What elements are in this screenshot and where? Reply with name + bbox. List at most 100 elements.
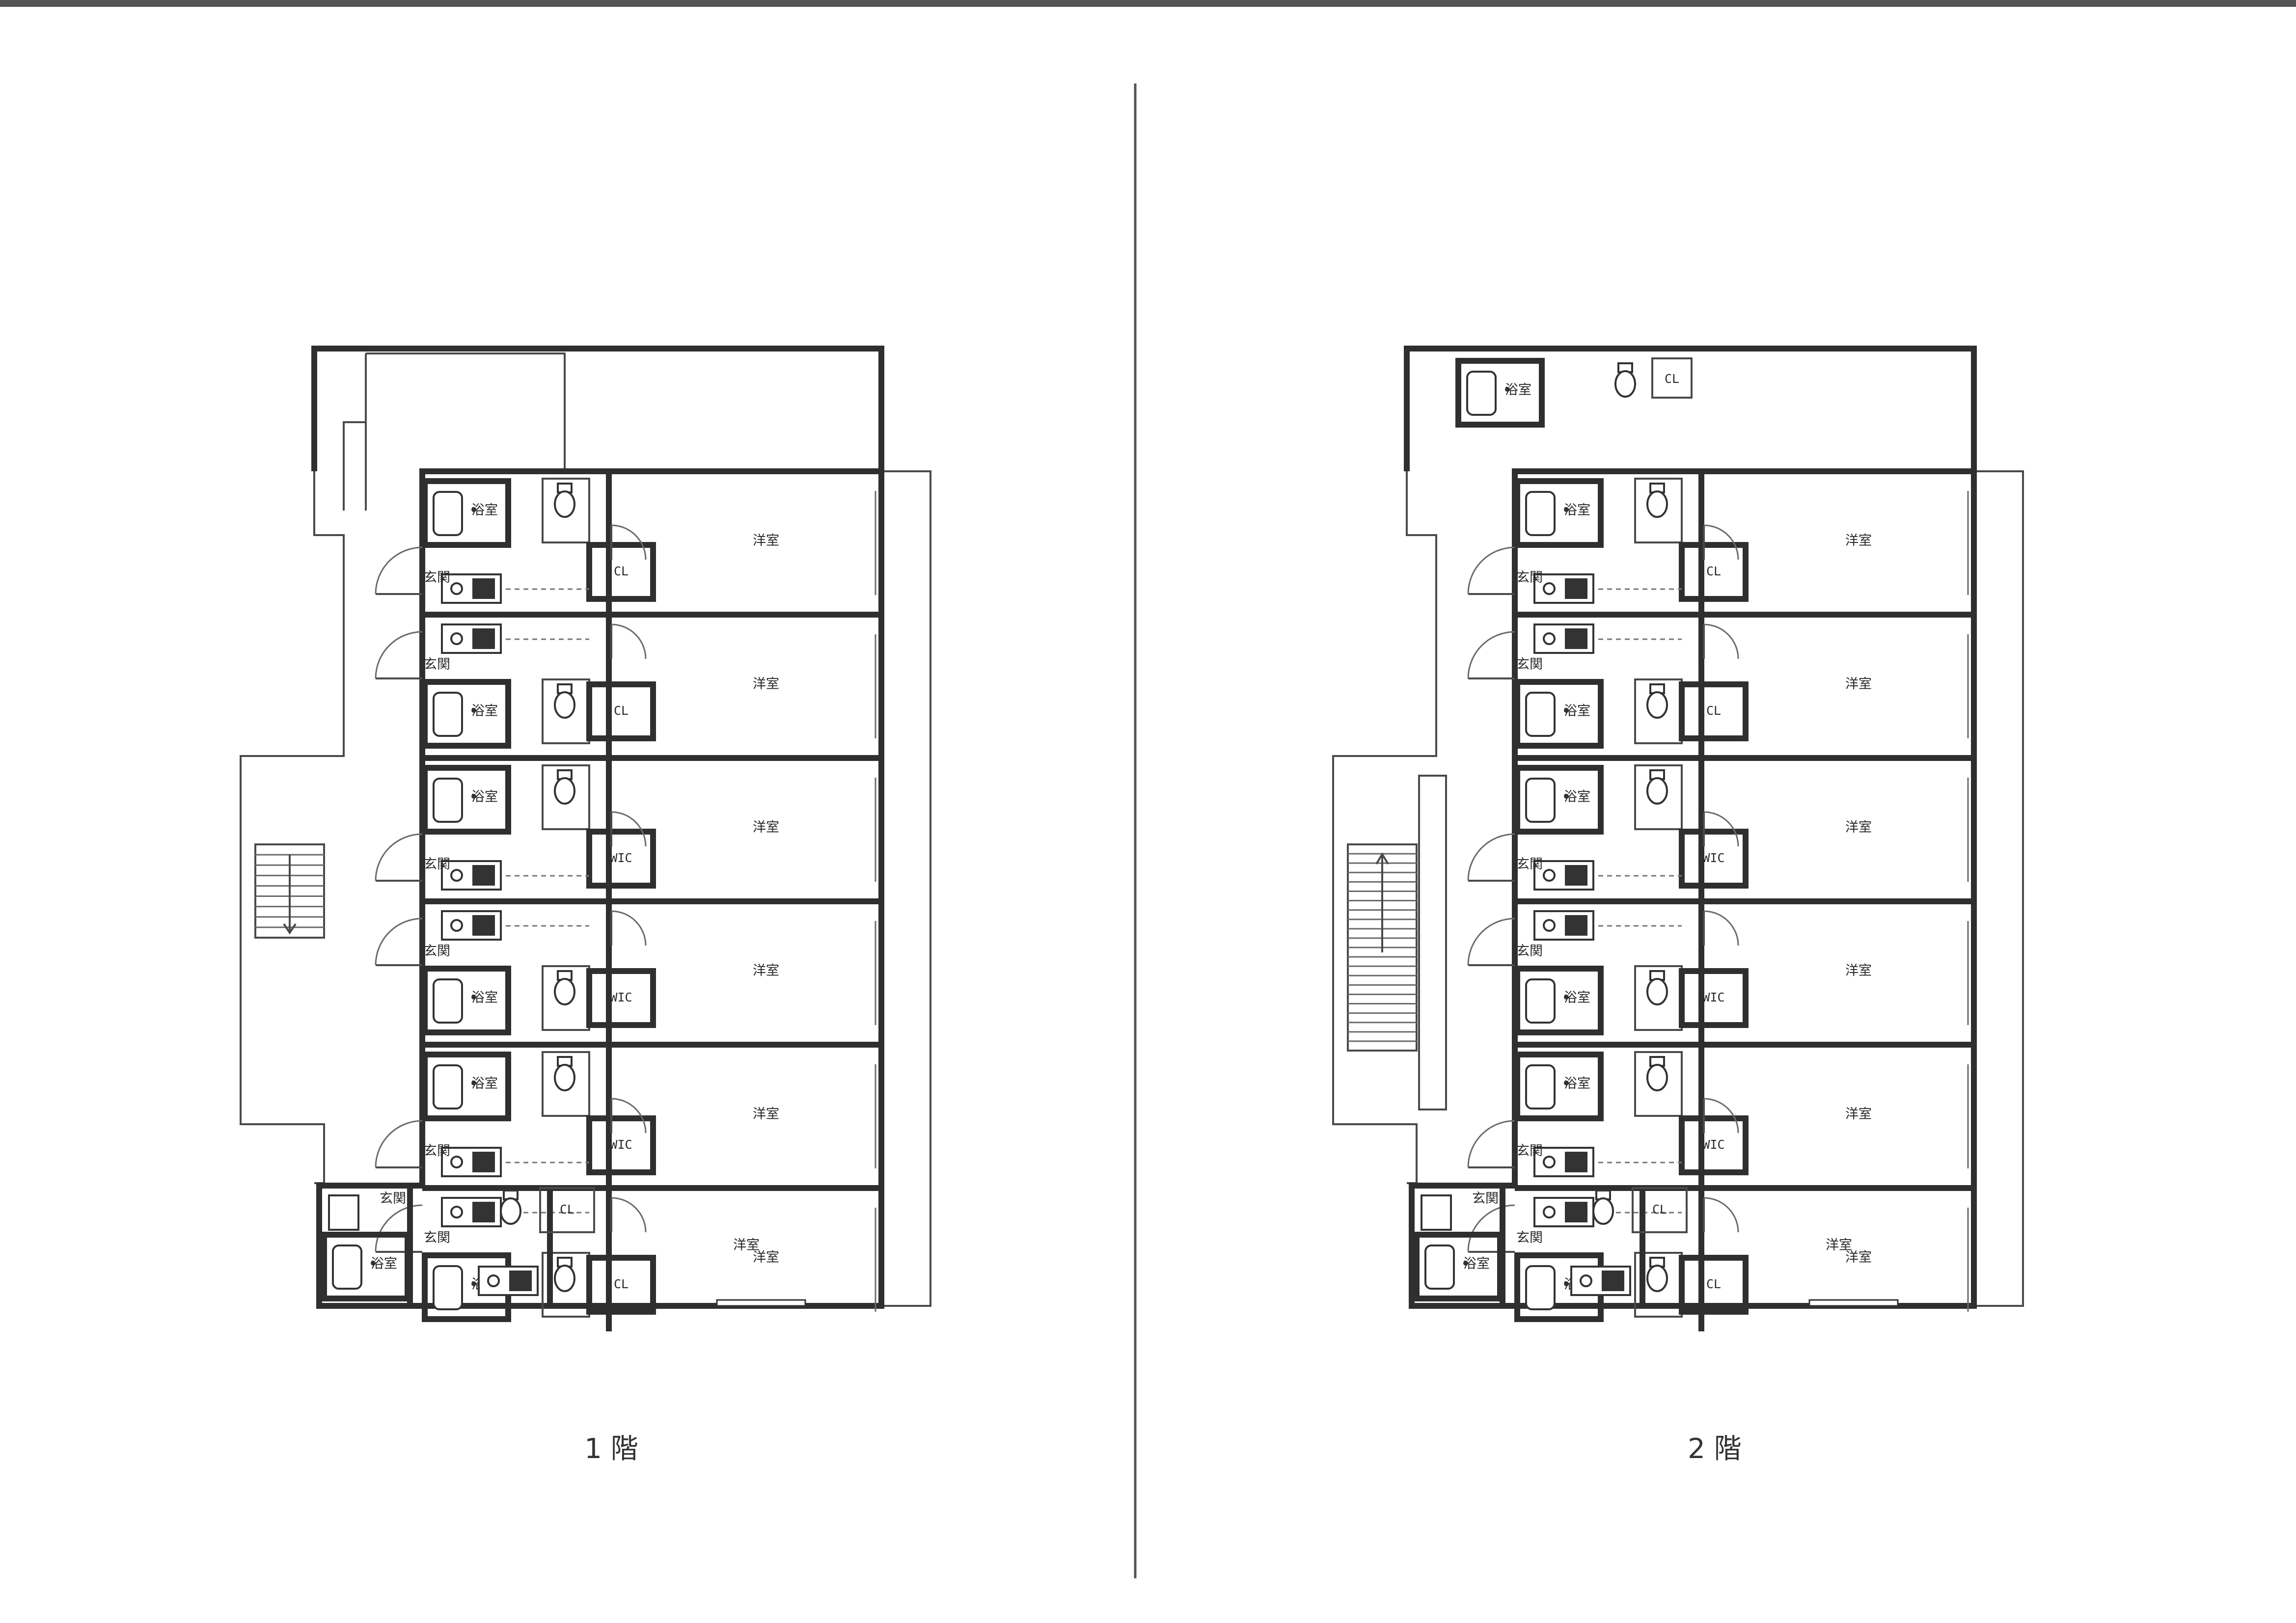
- entrance-label: 玄関: [424, 1230, 450, 1245]
- western-room-label: 洋室: [753, 676, 779, 692]
- entry-door: [1467, 833, 1515, 882]
- north-wall: [1404, 346, 1977, 471]
- window: [1808, 1299, 1899, 1307]
- entrance-label: 玄関: [1516, 570, 1543, 585]
- toilet-room: [1634, 478, 1683, 543]
- toilet: [554, 483, 575, 518]
- balcony: [1973, 470, 2024, 1307]
- closet: [1632, 1187, 1688, 1233]
- walk-in-closet-label: WIC: [610, 851, 632, 865]
- kitchen-counter: [1533, 623, 1594, 654]
- room-door: [610, 1098, 647, 1134]
- toilet: [1646, 683, 1668, 719]
- bathtub: [1525, 491, 1556, 536]
- floor-2-caption: 2 階: [1688, 1433, 1741, 1465]
- toilet-room: [542, 478, 590, 543]
- washbasin: [328, 1194, 359, 1231]
- kitchen-counter: [441, 573, 502, 604]
- closet-label: CL: [614, 1277, 629, 1291]
- bath-label: 浴室: [1564, 990, 1590, 1005]
- toilet-room: [542, 764, 590, 830]
- bathtub: [1525, 1064, 1556, 1109]
- sink: [450, 869, 463, 882]
- western-room-label: 洋室: [753, 963, 779, 978]
- toilet: [554, 970, 575, 1005]
- bath-label: 浴室: [1564, 703, 1590, 719]
- sink: [1543, 582, 1556, 595]
- entry-door: [375, 1204, 423, 1253]
- kitchen-counter: [1533, 910, 1594, 941]
- room-door: [1703, 811, 1739, 847]
- entry-canopy: [343, 421, 367, 511]
- sink: [487, 1274, 500, 1287]
- closet: [586, 1255, 656, 1315]
- toilet-room: [1634, 1051, 1683, 1117]
- closet-label: CL: [560, 1202, 574, 1217]
- bathroom: 浴室: [321, 1232, 410, 1301]
- closet: [586, 681, 656, 741]
- room-door: [610, 1197, 647, 1233]
- bath-label: 浴室: [1463, 1256, 1490, 1271]
- toilet: [1614, 362, 1636, 398]
- stove: [1565, 628, 1587, 649]
- outdoor-walkway: [1332, 471, 1437, 1184]
- stove: [509, 1271, 532, 1291]
- kitchen-counter: [441, 1197, 502, 1227]
- closet-label: CL: [1665, 372, 1679, 386]
- walk-in-closet-label: WIC: [610, 990, 632, 1004]
- stove: [472, 865, 495, 886]
- sink: [1543, 632, 1556, 645]
- stove: [1565, 578, 1587, 599]
- entry-porch: [366, 352, 566, 471]
- western-room-label: 洋室: [1845, 1107, 1872, 1122]
- washbasin: [1421, 1194, 1452, 1231]
- room-door: [610, 524, 647, 560]
- bathroom: 浴室: [1414, 1232, 1503, 1301]
- room-door: [610, 811, 647, 847]
- floor-1-caption: 1 階: [584, 1433, 638, 1465]
- bathroom: 浴室: [1514, 1252, 1604, 1322]
- sink: [1543, 1156, 1556, 1168]
- bathroom: 浴室: [422, 966, 511, 1035]
- room-door: [1703, 1197, 1739, 1233]
- bath-label: 浴室: [471, 703, 498, 719]
- sink: [450, 919, 463, 932]
- bathtub: [433, 491, 463, 536]
- western-room-label: 洋室: [1845, 676, 1872, 692]
- bathroom: 浴室: [1514, 679, 1604, 749]
- western-room-label: 洋室: [1826, 1238, 1852, 1253]
- bathroom: 浴室: [422, 765, 511, 835]
- entry-door: [375, 1120, 423, 1168]
- room-door: [1703, 524, 1739, 560]
- closet: [586, 968, 656, 1028]
- sink: [450, 1206, 463, 1218]
- western-room-label: 洋室: [1845, 820, 1872, 835]
- bathtub: [1466, 371, 1497, 416]
- entry-door: [1467, 546, 1515, 595]
- toilet: [554, 769, 575, 805]
- sink: [1543, 869, 1556, 882]
- entrance-label: 玄関: [1516, 857, 1543, 872]
- closet-top: [1651, 357, 1693, 399]
- stove: [1565, 1202, 1587, 1222]
- closet: [1679, 1255, 1749, 1315]
- closet: [1679, 829, 1749, 889]
- bath-label: 浴室: [471, 503, 498, 518]
- western-room-label: 洋室: [733, 1238, 760, 1253]
- kitchen-counter: [441, 910, 502, 941]
- toilet: [554, 1257, 575, 1292]
- western-room-label: 洋室: [753, 533, 779, 548]
- sink: [1543, 1206, 1556, 1218]
- bath-label: 浴室: [1564, 1076, 1590, 1091]
- toilet: [1592, 1190, 1614, 1225]
- entry-door: [1467, 1204, 1515, 1253]
- toilet: [1646, 769, 1668, 805]
